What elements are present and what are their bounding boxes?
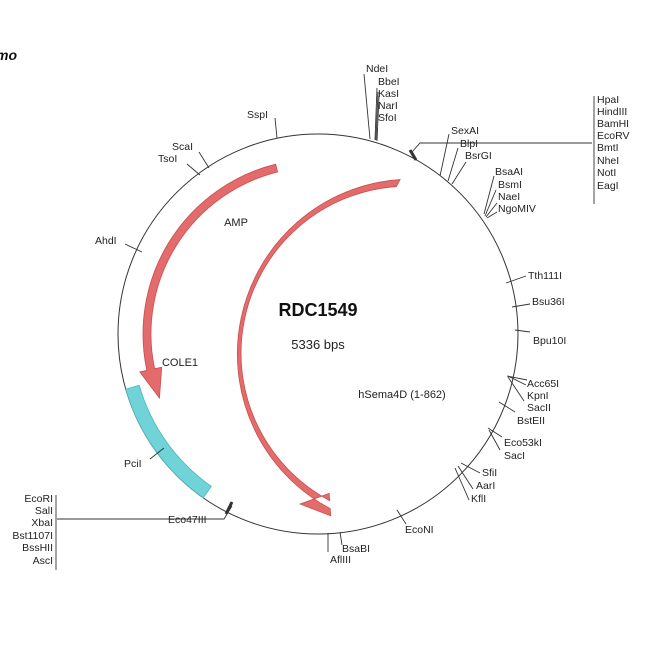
acc65i-leader [506,375,528,402]
sfii-leader [460,462,481,474]
econi-leader [396,509,407,525]
bsmi-leader [484,189,497,217]
bsteii-leader [498,401,516,413]
blpi-leader [447,147,459,182]
site-label[interactable]: NgoMIV [498,203,536,215]
ahdi-leader [124,243,143,253]
corner-title-fragment: mo [0,47,17,63]
tth111i-leader [505,275,527,284]
site-label[interactable]: PciI [124,458,142,470]
cole1-origin-block[interactable] [125,384,212,499]
site-label[interactable]: BbeI [378,76,400,88]
amp-gene-arrow[interactable] [139,163,279,400]
site-label[interactable]: Tth111I [528,270,562,282]
site-label[interactable]: Bst1107I [12,530,53,542]
plasmid-size: 5336 bps [291,337,345,352]
mcs-left-block [224,501,234,515]
bpu10i-leader [514,329,531,333]
site-label[interactable]: SfoI [378,112,397,124]
site-label[interactable]: NotI [597,167,616,179]
bsu36i-leader [511,303,531,308]
site-label[interactable]: ScaI [172,141,193,153]
aari-leader [457,465,474,490]
site-label[interactable]: Bsu36I [532,296,565,308]
site-label[interactable]: KflI [471,493,486,505]
ngomiv-leader [486,211,498,219]
site-label[interactable]: BsrGI [465,150,492,162]
bsrgi-leader [451,161,467,185]
tsoi-leader [186,163,201,176]
sexai-leader [439,133,450,177]
site-label[interactable]: NaeI [498,191,520,203]
site-label[interactable]: AscI [33,555,53,567]
feature-layer [125,163,401,517]
site-label[interactable]: XbaI [31,517,53,529]
site-label[interactable]: SfiI [482,467,497,479]
site-label[interactable]: KpnI [527,390,549,402]
site-label[interactable]: EcoNI [405,524,434,536]
site-label[interactable]: EcoRI [24,493,53,505]
kfli-leader [454,467,470,501]
site-label[interactable]: HpaI [597,94,619,106]
cole1-label: COLE1 [162,357,198,369]
pcii-leader [149,447,165,460]
site-label[interactable]: Bpu10I [533,335,566,347]
site-label[interactable]: AflIII [330,554,351,566]
site-label[interactable]: BsmI [498,179,522,191]
site-label[interactable]: EagI [597,180,619,192]
mcs-right-block [408,149,418,161]
site-label[interactable]: EcoRV [597,130,630,142]
site-label[interactable]: AarI [476,480,495,492]
sspi-leader [274,117,278,139]
site-label[interactable]: NheI [597,155,619,167]
plasmid-name: RDC1549 [278,300,357,320]
site-label[interactable]: NdeI [366,63,388,75]
ndei-leader [363,73,371,140]
site-label[interactable]: BssHII [22,542,53,554]
site-label[interactable]: NarI [378,100,398,112]
site-label[interactable]: BmtI [597,142,619,154]
site-label[interactable]: BlpI [460,138,478,150]
eco53ki-leader [487,427,503,451]
site-label[interactable]: SspI [247,109,268,121]
site-label[interactable]: HindIII [597,106,627,118]
bsaai-leader [483,175,495,215]
amp-label: AMP [224,217,248,229]
site-label[interactable]: BsaAI [495,166,523,178]
site-labels: NdeI BbeI KasI NarI SfoI SspI ScaI TsoI … [12,63,629,567]
site-ticks [55,73,595,570]
site-label[interactable]: SacII [527,402,551,414]
plasmid-backbone [117,133,519,535]
site-label[interactable]: BstEII [517,415,545,427]
site-label[interactable]: Eco53kI [504,437,542,449]
bsabi-leader [339,531,343,546]
site-label[interactable]: SacI [504,450,525,462]
scai-leader [198,151,210,169]
site-label[interactable]: Eco47III [168,514,207,526]
mcs-right-leader [411,142,592,153]
site-label[interactable]: BamHI [597,118,629,130]
site-label[interactable]: AhdI [95,235,117,247]
site-label[interactable]: SalI [35,505,53,517]
hsema4d-gene-arrow[interactable] [237,179,401,517]
site-label[interactable]: Acc65I [527,378,559,390]
site-label[interactable]: KasI [378,88,399,100]
hsema4d-label: hSema4D (1-862) [358,389,445,401]
site-label[interactable]: TsoI [158,153,177,165]
site-label[interactable]: SexAI [451,125,479,137]
site-label[interactable]: BsaBI [342,543,370,555]
bbei-cluster-leader [374,87,380,142]
naei-leader [485,202,498,218]
